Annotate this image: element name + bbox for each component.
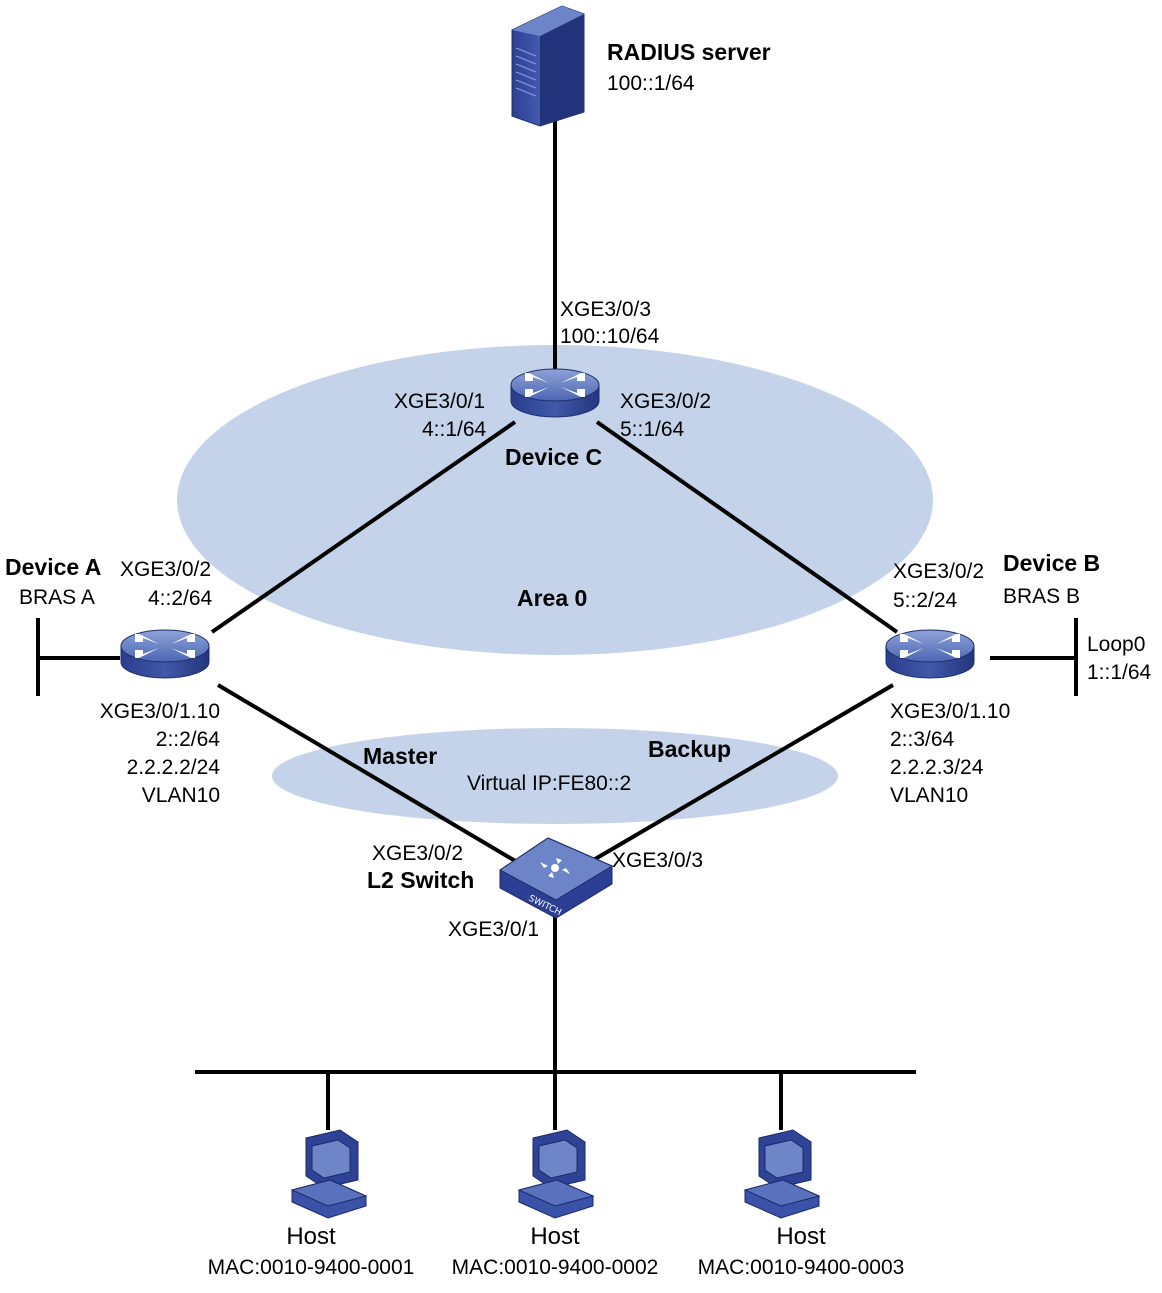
device-b-port-up-ip: 5::2/24 — [893, 589, 958, 612]
device-c-router-icon — [510, 368, 600, 418]
loop0-ip: 1::1/64 — [1087, 661, 1152, 684]
host-3-pc-icon — [744, 1129, 820, 1219]
vrrp-backup-label: Backup — [648, 736, 732, 762]
host-3-label: Host — [776, 1223, 826, 1250]
host-1-pc-icon — [291, 1129, 367, 1219]
device-b-router-icon — [885, 629, 975, 679]
area-0-ellipse — [177, 345, 933, 655]
link-device-c-device-a — [210, 420, 517, 634]
device-a-ip6: 2::2/64 — [155, 728, 220, 751]
loop0-name: Loop0 — [1087, 633, 1146, 656]
switch-name: L2 Switch — [367, 867, 475, 893]
host-2-mac: MAC:0010-9400-0002 — [451, 1256, 659, 1279]
host-3-mac: MAC:0010-9400-0003 — [697, 1256, 905, 1279]
radius-server-name: RADIUS server — [607, 39, 771, 65]
vrrp-master-label: Master — [363, 743, 438, 769]
device-b-role: BRAS B — [1003, 585, 1081, 608]
device-a-router-icon — [120, 629, 210, 679]
link-device-b-switch — [588, 683, 895, 864]
radius-server-icon — [511, 5, 585, 127]
switch-port-right: XGE3/0/3 — [612, 849, 704, 872]
device-c-port-up-ip: 100::10/64 — [560, 325, 660, 348]
device-a-port-up-ip: 4::2/64 — [148, 587, 213, 610]
l2-switch-icon: SWITCH — [499, 837, 614, 919]
device-a-role: BRAS A — [19, 586, 95, 609]
device-a-vlan: VLAN10 — [141, 784, 220, 807]
switch-port-down: XGE3/0/1 — [448, 918, 540, 941]
device-c-port-left-ip: 4::1/64 — [422, 418, 487, 441]
radius-server-ip: 100::1/64 — [607, 72, 695, 95]
host-1-mac: MAC:0010-9400-0001 — [207, 1256, 415, 1279]
device-b-ip6: 2::3/64 — [890, 728, 955, 751]
host-2-pc-icon — [518, 1129, 594, 1219]
area-0-label: Area 0 — [517, 585, 588, 611]
device-c-port-right-ip: 5::1/64 — [620, 418, 685, 441]
device-a-port-down: XGE3/0/1.10 — [99, 700, 220, 723]
device-b-port-up: XGE3/0/2 — [893, 560, 985, 583]
device-b-vlan: VLAN10 — [890, 784, 969, 807]
device-c-port-up: XGE3/0/3 — [560, 298, 652, 321]
device-b-port-down: XGE3/0/1.10 — [890, 700, 1011, 723]
host-2-label: Host — [530, 1223, 580, 1250]
device-c-port-right: XGE3/0/2 — [620, 390, 712, 413]
device-c-name: Device C — [505, 444, 603, 470]
switch-port-left: XGE3/0/2 — [372, 842, 464, 865]
device-a-name: Device A — [5, 554, 102, 580]
host-1-label: Host — [286, 1223, 336, 1250]
vrrp-virtual-ip: Virtual IP:FE80::2 — [467, 772, 632, 795]
device-b-name: Device B — [1003, 550, 1101, 576]
links — [36, 118, 1078, 1130]
device-a-port-up: XGE3/0/2 — [120, 558, 212, 581]
device-b-ip4: 2.2.2.3/24 — [890, 756, 984, 779]
link-device-c-device-b — [595, 420, 899, 634]
link-device-a-switch — [216, 683, 519, 864]
device-a-ip4: 2.2.2.2/24 — [126, 756, 220, 779]
device-c-port-left: XGE3/0/1 — [394, 390, 486, 413]
